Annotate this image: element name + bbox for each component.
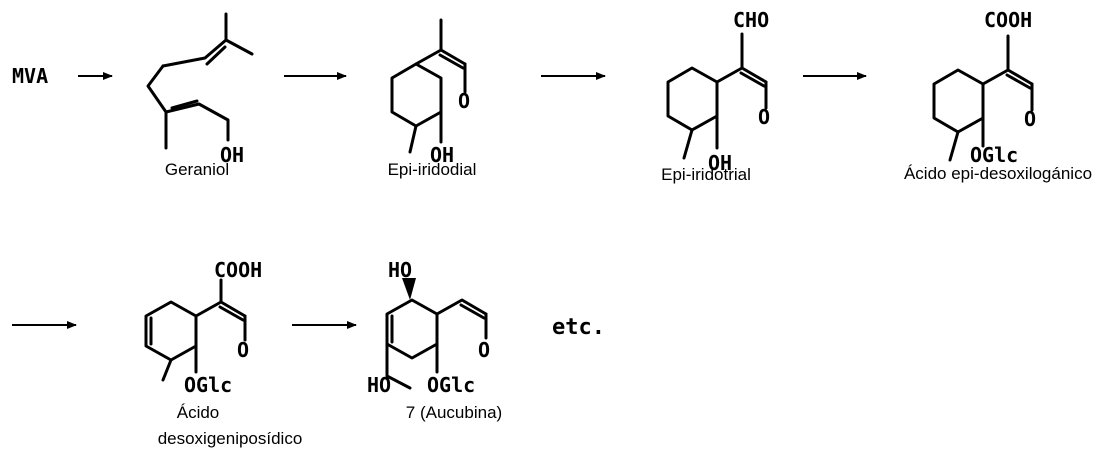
epi-iridodial-structure: O OH [390,18,470,167]
desoxygeniposidic-o-label: O [237,338,249,362]
epi-iridodial-o-label: O [458,89,470,113]
epi-iridotrial-caption: Epi-iridotrial [661,165,751,184]
desoxygeniposidic-caption-line-2: desoxigeniposídico [158,429,303,448]
aucubin-oglc-label: OGlc [427,373,475,397]
aucubin-o-label: O [478,338,490,362]
epi-desoxiloganic-cooh-label: COOH [984,8,1032,32]
epi-iridodial-oh-label: OH [430,143,454,167]
epi-iridotrial-cho-label: CHO [733,8,769,32]
geraniol-structure: OH [146,12,254,167]
epi-iridodial-caption: Epi-iridodial [388,160,477,179]
geraniol-oh-label: OH [220,143,244,167]
geraniol-caption: Geraniol [165,160,229,179]
epi-desoxiloganic-caption: Ácido epi-desoxilogánico [904,164,1092,183]
epi-desoxiloganic-acid-structure: COOH O OGlc [932,8,1036,167]
aucubin-structure: HO O HO OGlc [367,258,490,397]
epi-iridotrial-oh-label: OH [708,151,732,175]
etc-label: etc. [552,315,605,340]
desoxygeniposidic-cooh-label: COOH [214,258,262,282]
start-label-mva: MVA [12,64,48,88]
epi-desoxiloganic-oglc-label: OGlc [970,143,1018,167]
desoxygeniposidic-caption-line-1: Ácido [177,403,220,422]
desoxygeniposidic-acid-structure: COOH O OGlc [144,258,262,397]
desoxygeniposidic-oglc-label: OGlc [184,373,232,397]
aucubin-wedge-bond [402,278,416,300]
epi-iridotrial-o-label: O [758,105,770,129]
epi-iridotrial-structure: CHO O OH [666,8,770,175]
aucubin-caption: 7 (Aucubina) [406,403,502,422]
epi-desoxiloganic-o-label: O [1024,107,1036,131]
aucubin-ho-bottom-label: HO [367,373,391,397]
aucubin-ho-top-label: HO [388,258,412,282]
